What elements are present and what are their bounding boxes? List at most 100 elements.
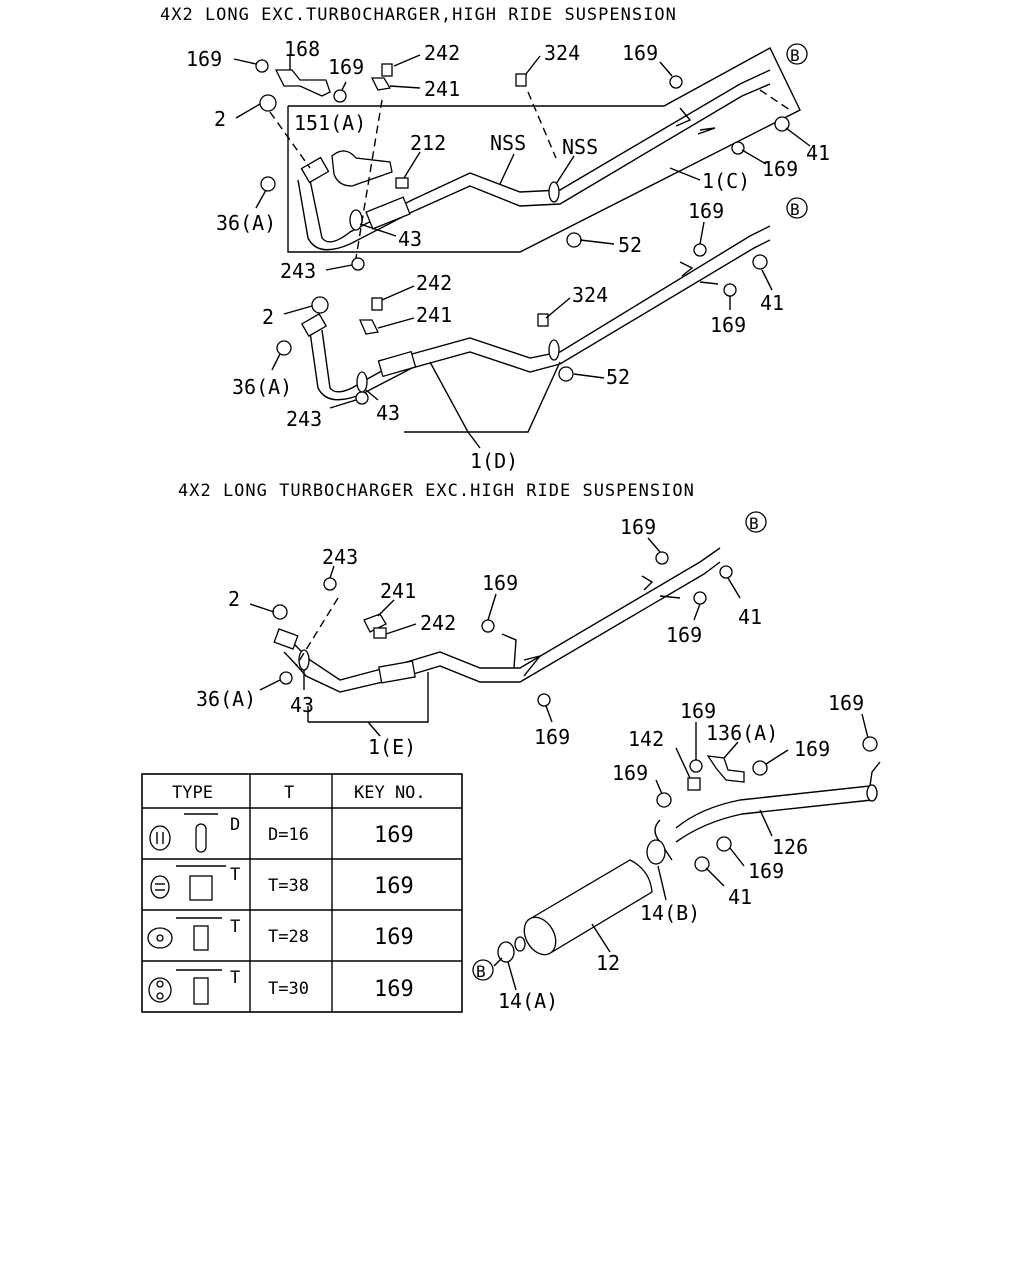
callout-t2-169b: 169	[710, 313, 746, 337]
callout-t2-242: 242	[416, 271, 452, 295]
nut-1d-41	[752, 254, 768, 270]
ref-b-label-2: B	[790, 200, 800, 219]
nut-1e-41	[719, 565, 733, 579]
leader-b-12	[591, 923, 611, 953]
ref-b-circle-4	[472, 959, 494, 981]
callout-t1-1c: 1(C)	[702, 169, 750, 193]
leader-1d-243	[329, 399, 357, 409]
callout-t1-36a: 36(A)	[216, 211, 276, 235]
nut-36a	[260, 176, 276, 192]
pipe-1c-upper	[309, 69, 771, 243]
callout-m-169c: 169	[666, 623, 702, 647]
leader-36a	[255, 189, 267, 209]
callout-t1-241: 241	[424, 77, 460, 101]
clamp-43	[349, 209, 363, 231]
callout-b-169a: 169	[680, 699, 716, 723]
bracket-nss	[697, 127, 716, 135]
callout-t2-43: 43	[376, 401, 400, 425]
pipe-1d-resonator	[377, 350, 417, 378]
callout-m-1e: 1(E)	[368, 735, 416, 759]
leader-242	[393, 54, 421, 67]
leader-1e-242	[385, 623, 417, 635]
bushing-b-169b	[752, 760, 768, 776]
leader-b-169e	[729, 847, 745, 867]
leader-1d-bracket-a	[429, 361, 469, 433]
bracket-136a	[706, 755, 745, 783]
nut-41	[774, 116, 790, 132]
callout-m-241: 241	[380, 579, 416, 603]
bushing-1e-169c	[693, 591, 707, 605]
tailpipe-126-lower	[675, 799, 873, 843]
muffler-12-face	[523, 916, 557, 956]
leader-169d	[741, 149, 767, 165]
table-row-2-key: 169	[374, 925, 414, 950]
bolt-142	[687, 777, 701, 791]
callout-t1-169c: 169	[622, 41, 658, 65]
table-header-key: KEY NO.	[354, 783, 426, 803]
callout-m-43: 43	[290, 693, 314, 717]
bracket-1d-a	[679, 261, 694, 277]
callout-m-169a: 169	[620, 515, 656, 539]
callout-b-14a: 14(A)	[498, 989, 558, 1013]
callout-b-136a: 136(A)	[706, 721, 778, 745]
callout-t2-169a: 169	[688, 199, 724, 223]
pipe-1e-resonator	[378, 660, 416, 684]
leader-dashed-324	[527, 91, 557, 159]
leader-b-refb	[493, 957, 503, 967]
leader-1d-241	[377, 317, 415, 329]
callout-b-126: 126	[772, 835, 808, 859]
leader-1e-bracket	[308, 672, 429, 723]
leader-1e-169d	[545, 705, 553, 723]
bushing-b-169e	[716, 836, 732, 852]
leader-1d-169a	[699, 221, 705, 245]
bushing-b-169a	[689, 759, 703, 773]
bushing-b-169d	[862, 736, 878, 752]
bushing-b-169c	[656, 792, 672, 808]
leader-1e-2	[249, 603, 275, 613]
nut-52	[566, 232, 582, 248]
nut-1d-243	[355, 391, 369, 405]
table-row-2-icon	[147, 917, 222, 951]
callout-t1-169b: 169	[328, 55, 364, 79]
bolt-212	[395, 177, 409, 189]
callout-t1-43: 43	[398, 227, 422, 251]
pipe-1c-lower	[297, 83, 771, 251]
callout-t1-2: 2	[214, 107, 226, 131]
leader-1c	[669, 167, 701, 181]
gasket-14b	[646, 839, 666, 865]
muffler-assembly: 169 136(A) 142 169 169 169 126 169 41 14…	[472, 691, 881, 1013]
leader-b-169d	[861, 713, 869, 739]
table-row-3-spec: T=30	[268, 979, 309, 999]
gasket-1d-2	[311, 296, 329, 314]
header-middle: 4X2 LONG TURBOCHARGER EXC.HIGH RIDE SUSP…	[178, 481, 695, 501]
bolt-1d-324	[537, 313, 549, 327]
leader-dashed-1e	[295, 597, 339, 667]
leader-1d-324	[545, 297, 571, 319]
leader-nss2	[555, 155, 575, 185]
callout-b-142: 142	[628, 727, 664, 751]
bracket-1d-b	[699, 281, 719, 285]
leader-nss1	[499, 153, 515, 185]
bushing-1d-169b	[723, 283, 737, 297]
leader-1e-169b	[487, 593, 497, 621]
callout-t1-nss2: NSS	[562, 135, 598, 159]
callout-m-36a: 36(A)	[196, 687, 256, 711]
leader-1e-243	[329, 565, 335, 579]
callout-t1-212: 212	[410, 131, 446, 155]
callout-t2-1d: 1(D)	[470, 449, 518, 473]
callout-m-41: 41	[738, 605, 762, 629]
assembly-1c: 169 168 169 242 241 324 169 2 151(A) 212…	[186, 37, 830, 283]
flange-151a	[300, 156, 330, 184]
leader-1d-43	[365, 389, 379, 401]
bushing-169-a	[255, 59, 269, 73]
leader-dashed-243	[355, 99, 383, 259]
leader-169a	[233, 58, 257, 65]
ref-b-label-4: B	[476, 962, 486, 981]
ref-b-circle-1	[786, 43, 808, 65]
leader-169b	[341, 81, 347, 91]
callout-t1-nss1: NSS	[490, 131, 526, 155]
bracket-324	[675, 107, 692, 127]
callout-b-169e: 169	[748, 859, 784, 883]
leader-1d-52	[573, 373, 605, 379]
